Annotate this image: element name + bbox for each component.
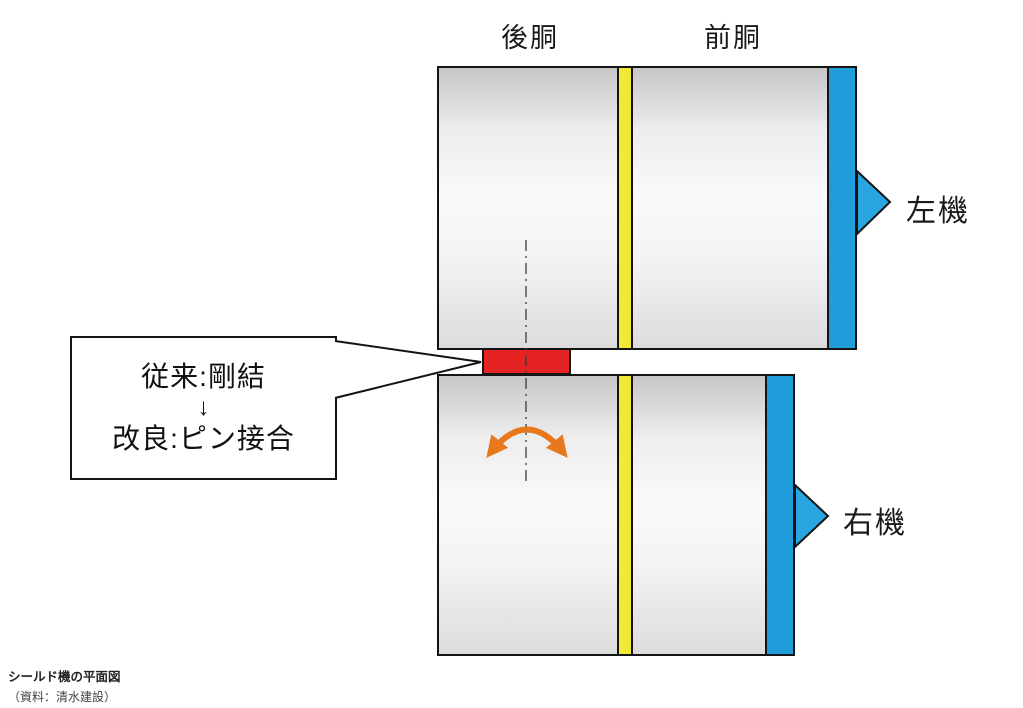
rear-body-label: 後胴 <box>501 23 559 53</box>
callout-box: 従来:剛結 ↓ 改良:ピン接合 <box>70 336 337 480</box>
left-machine-yellow-divider <box>617 68 633 348</box>
right-machine-cutter-triangle <box>794 482 830 550</box>
right-machine-body <box>437 374 795 656</box>
left-machine-front-strip <box>827 68 855 348</box>
down-arrow-icon: ↓ <box>197 394 210 421</box>
front-body-label: 前胴 <box>704 23 762 53</box>
callout-line-conventional: 従来:剛結 <box>141 361 266 393</box>
left-machine-cutter-triangle <box>856 168 892 237</box>
caption-source: （資料：清水建設） <box>8 690 117 704</box>
right-machine-front-strip <box>765 376 793 654</box>
figure-caption: シールド機の平面図 （資料：清水建設） <box>8 666 121 705</box>
pin-joint-connector <box>482 348 571 375</box>
callout-line-improved: 改良:ピン接合 <box>112 423 295 454</box>
right-machine-label: 右機 <box>843 507 907 540</box>
caption-title: シールド機の平面図 <box>8 670 121 684</box>
right-machine-yellow-divider <box>617 376 633 654</box>
left-machine-body <box>437 66 857 350</box>
left-machine-label: 左機 <box>906 195 970 228</box>
